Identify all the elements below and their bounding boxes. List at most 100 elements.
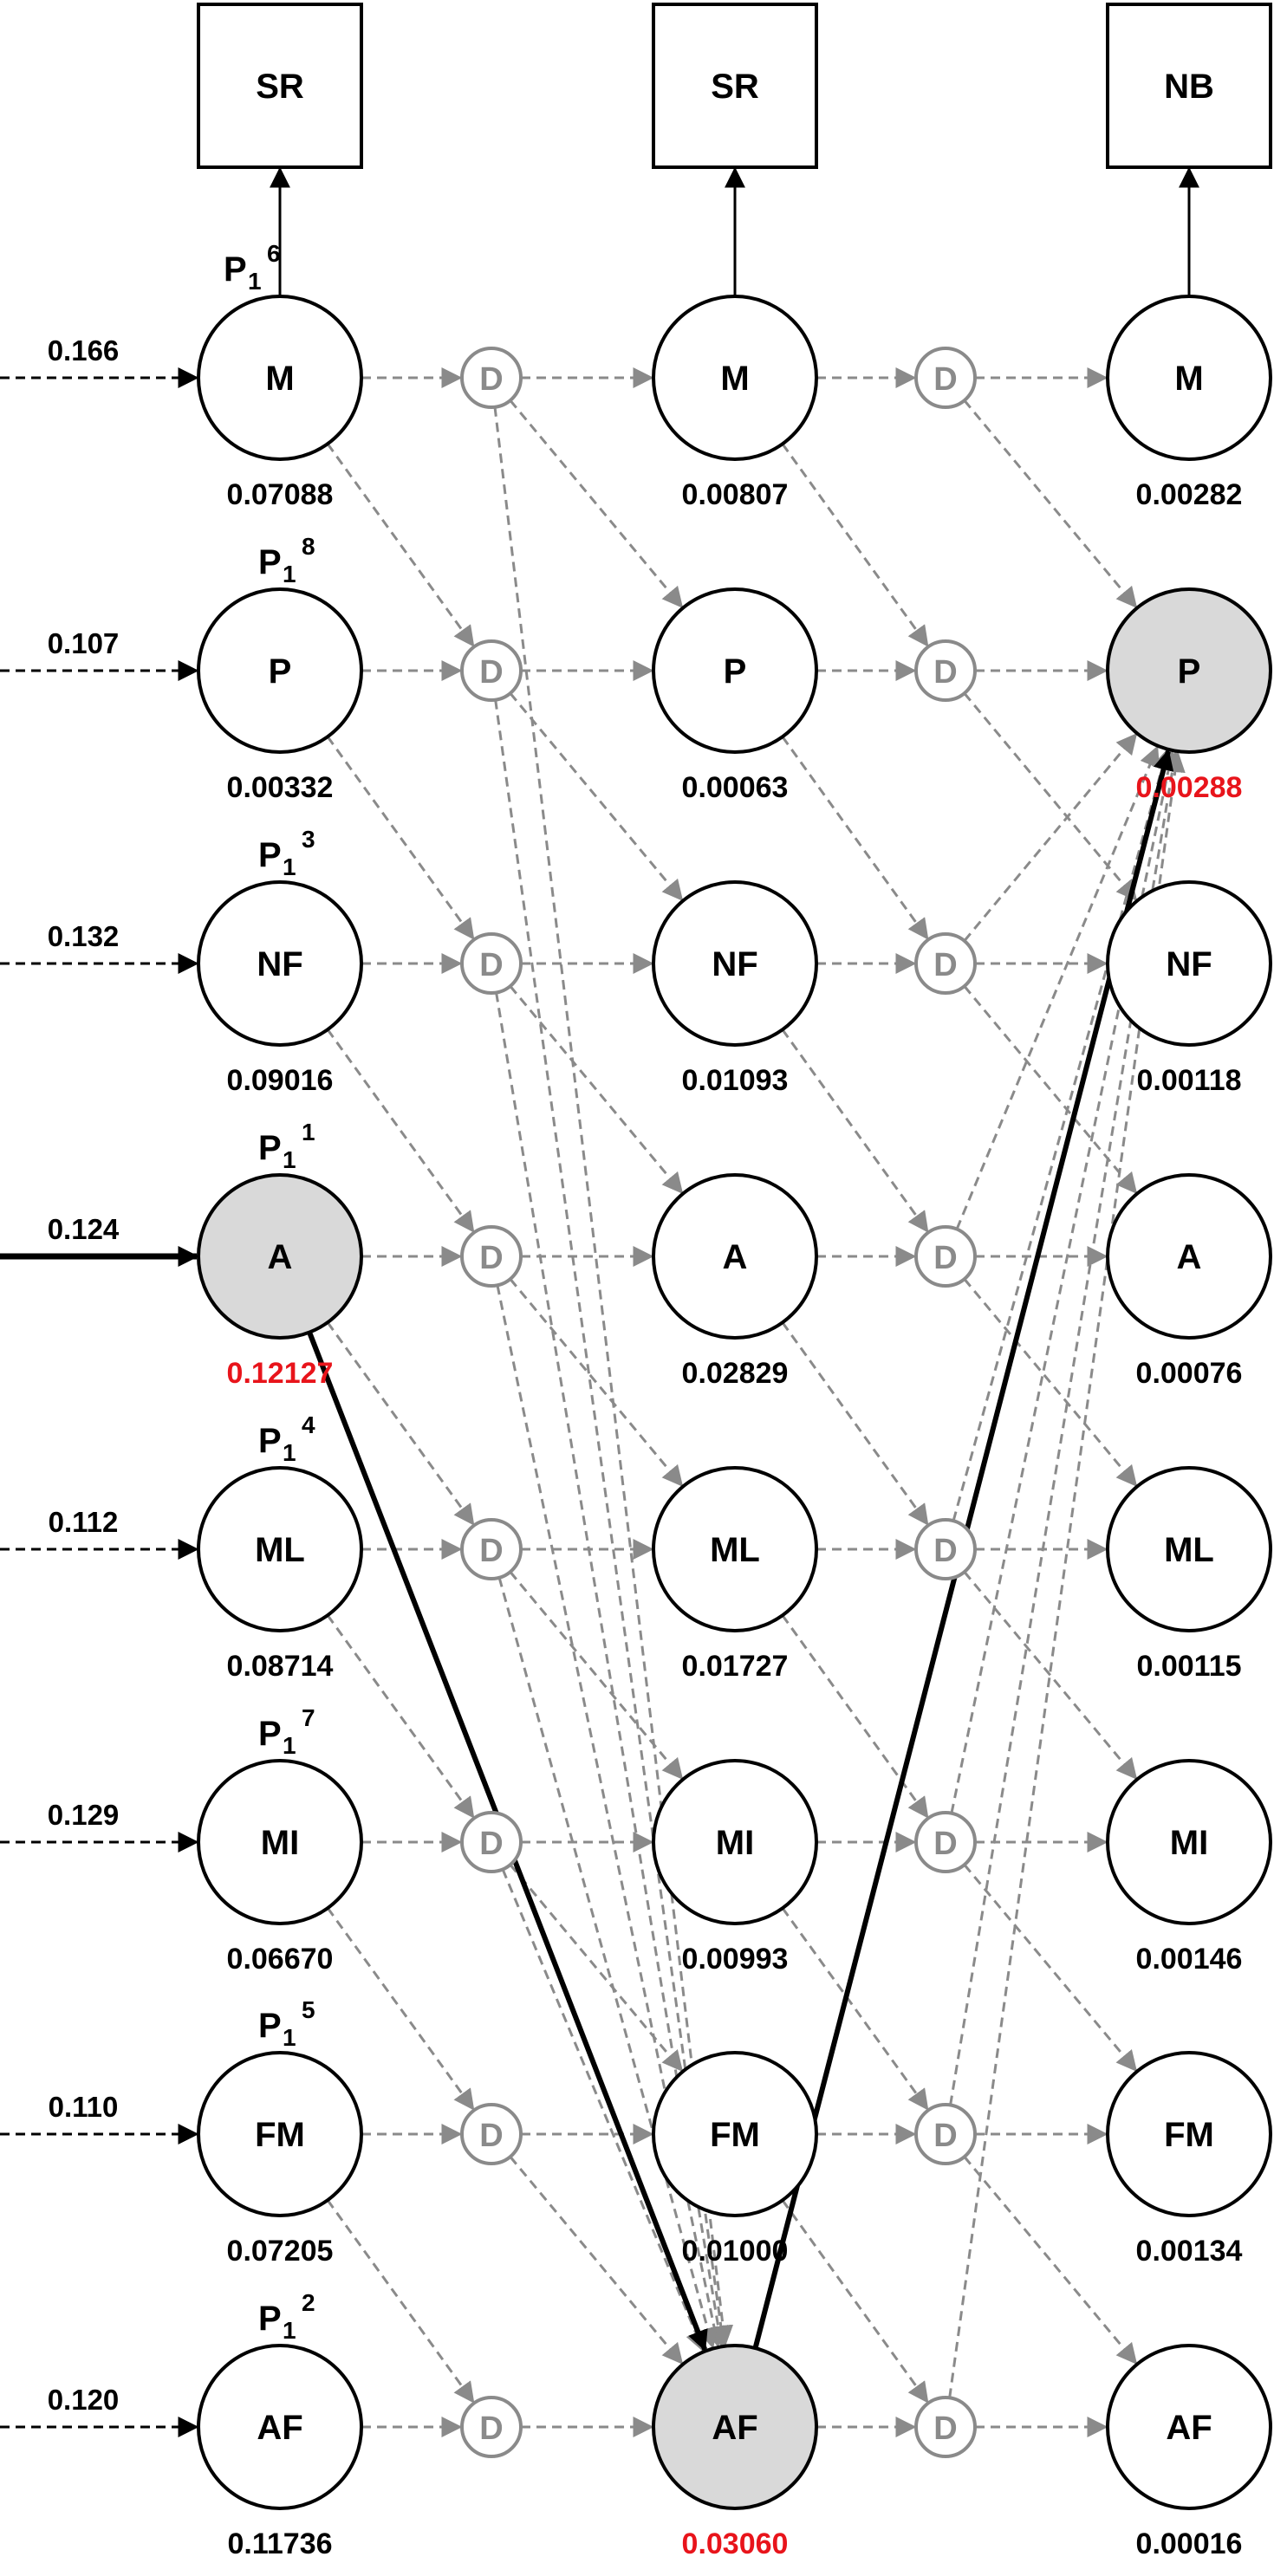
state-label: AF (257, 2409, 302, 2447)
state-node-m (652, 295, 818, 461)
state-label: AF (712, 2409, 757, 2447)
input-value: 0.110 (49, 2091, 119, 2123)
edge-state-to-d (326, 1614, 475, 1819)
state-probability: 0.11736 (227, 2527, 332, 2560)
prior-label-sub: 1 (283, 1732, 296, 1759)
d-node-label: D (933, 1240, 957, 1276)
state-probability: 0.00146 (1136, 1943, 1243, 1976)
state-nodes (197, 295, 1272, 2510)
input-value: 0.166 (48, 334, 120, 367)
d-node (460, 347, 523, 409)
d-node-label: D (479, 1533, 503, 1569)
state-node-fm (1106, 2051, 1272, 2217)
d-node (914, 2103, 977, 2165)
state-label: A (723, 1238, 748, 1276)
state-node-fm (652, 2051, 818, 2217)
prior-label-sub: 1 (283, 2024, 296, 2051)
state-label: P (1178, 652, 1201, 691)
input-value: 0.129 (48, 1799, 120, 1831)
edge-state-to-d (326, 2199, 475, 2404)
d-node-label: D (933, 361, 957, 398)
d-node (460, 2396, 523, 2458)
state-label: MI (716, 1824, 754, 1862)
state-label: AF (1166, 2409, 1212, 2447)
edge-state-to-d (781, 1907, 929, 2111)
edge-d-to-state (509, 985, 684, 1195)
state-node-fm (197, 2051, 363, 2217)
prior-label-base: P (258, 1129, 282, 1167)
state-node-af (197, 2344, 363, 2510)
edge-state-to-d (326, 443, 475, 647)
edge-d-to-state (509, 1864, 684, 2073)
d-node-label: D (479, 361, 503, 398)
state-label: M (720, 360, 749, 398)
d-node-label: D (479, 1240, 503, 1276)
state-label: NF (257, 945, 302, 983)
state-node-ml (197, 1466, 363, 1632)
state-node-mi (197, 1759, 363, 1925)
state-node-nf (197, 880, 363, 1047)
state-probability: 0.00016 (1136, 2527, 1243, 2560)
state-node-m (197, 295, 363, 461)
edge-state-to-d (781, 736, 929, 940)
state-label: ML (1164, 1531, 1214, 1569)
edge-d-to-selected (494, 699, 731, 2347)
state-label: ML (255, 1531, 305, 1569)
edge-d-to-state (509, 1278, 684, 1488)
edge-d-to-selected (497, 1577, 718, 2349)
prior-label-sub: 1 (283, 561, 296, 587)
state-label: FM (710, 2116, 760, 2154)
input-value: 0.124 (48, 1213, 120, 1245)
edge-state-to-d (781, 1614, 929, 1819)
edge-d-to-selected (950, 749, 1179, 1814)
state-probability: 0.00118 (1136, 1064, 1241, 1097)
state-node-a (197, 1173, 363, 1340)
d-node (460, 1225, 523, 1288)
edge-d-to-state (509, 1571, 684, 1781)
edge-d-to-state (509, 2156, 684, 2365)
prior-label-sub: 1 (283, 1439, 296, 1466)
prior-label-base: P (258, 2007, 282, 2045)
d-node-label: D (479, 1826, 503, 1862)
labels: 0.1660.1070.1320.1240.1120.1290.1100.120… (48, 68, 1243, 2560)
d-node-label: D (933, 1533, 957, 1569)
state-node-mi (1106, 1759, 1272, 1925)
edge-d-to-state (963, 399, 1138, 609)
edge-d-to-state (963, 1571, 1138, 1781)
d-node (914, 639, 977, 702)
state-probability: 0.03060 (682, 2527, 789, 2560)
prior-label-sup: 3 (302, 826, 315, 853)
output-box-label: SR (711, 68, 759, 106)
state-label: NF (1166, 945, 1212, 983)
d-node-label: D (933, 1826, 957, 1862)
d-node-label: D (479, 947, 503, 983)
edge-state-to-d (326, 1321, 475, 1526)
edge-state-to-d (781, 1028, 929, 1233)
d-node-label: D (479, 2118, 503, 2154)
d-node (460, 932, 523, 995)
state-probability: 0.08714 (227, 1650, 334, 1683)
edge-d-to-state (963, 1864, 1138, 2073)
state-label: M (265, 360, 294, 398)
edge-state-to-d (326, 1028, 475, 1233)
prior-label-base: P (258, 543, 282, 581)
state-label: MI (1170, 1824, 1208, 1862)
input-value: 0.107 (48, 627, 120, 659)
state-label: A (268, 1238, 293, 1276)
prior-label-sup: 6 (267, 240, 281, 267)
state-node-ml (1106, 1466, 1272, 1632)
edge-d-to-selected (948, 750, 1186, 2398)
state-probability: 0.00332 (227, 771, 334, 804)
edge-d-to-selected (963, 732, 1138, 942)
d-node (914, 2396, 977, 2458)
d-node-label: D (479, 2411, 503, 2447)
state-probability: 0.02829 (682, 1357, 789, 1390)
edge-state-to-d (781, 443, 929, 647)
